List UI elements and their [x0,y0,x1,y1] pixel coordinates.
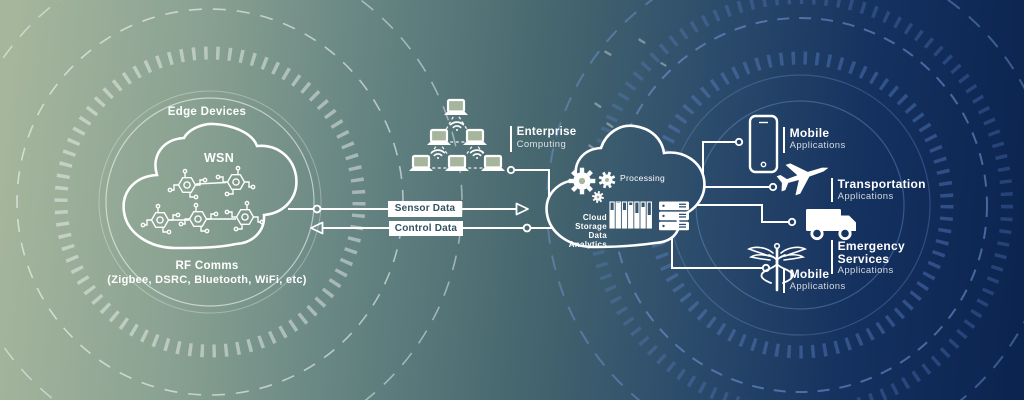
app-label-mobile-medical: Mobile Applications [783,268,846,293]
mobile-endpoint [734,137,744,147]
processing-label: Processing [620,173,666,183]
app-label-mobile: Mobile Applications [783,127,846,153]
wsn-sensor-network [140,165,265,235]
app-subtitle: Applications [789,280,846,292]
label-bar [783,268,785,293]
rf-comms-label: RF Comms [175,260,239,272]
server-stack-icon [659,201,689,231]
app-title: Mobile [789,267,830,281]
label-bar [783,127,785,153]
app-title: Mobile [789,126,830,140]
mobile-connector [702,141,736,182]
enterprise-endpoint [506,165,516,175]
cloud-storage-line1: Cloud Storage [575,213,607,231]
sensor-data-label: Sensor Data [388,201,462,217]
enterprise-laptop-mesh [407,98,507,173]
label-bar [831,178,833,202]
wsn-label: WSN [203,151,235,165]
app-subtitle: Applications [837,190,894,202]
scatter-dashes [588,38,667,162]
enterprise-subtitle: Computing [516,138,567,150]
app-subtitle: Applications [789,139,846,151]
emergency-endpoint [787,217,797,227]
sensor-arrowhead [515,202,529,216]
enterprise-connector [514,169,550,205]
transportation-endpoint [768,182,778,192]
smartphone-icon [748,114,779,174]
control-arrowhead [310,221,324,235]
caduceus-icon [746,242,808,292]
rf-comms-protocols: (Zigbee, DSRC, Bluetooth, WiFi, etc) [107,274,307,286]
cloud-storage-line2: Data Analytics [568,231,607,249]
label-bar [831,240,833,274]
emergency-connector [690,204,789,223]
control-line-endpoint [522,223,532,233]
control-data-label: Control Data [389,220,463,236]
airplane-icon [776,163,829,196]
app-title: Transportation [837,177,926,191]
app-title: Emergency [837,239,905,253]
app-subtitle: Applications [837,265,894,276]
truck-icon [806,209,856,241]
enterprise-title: Enterprise [516,126,577,138]
app-label-emergency-services: Emergency Services Applications [831,240,905,276]
label-bar [510,126,512,152]
edge-devices-title: Edge Devices [167,106,247,118]
enterprise-label: Enterprise Computing [510,126,576,152]
bar-chart-icon [609,201,652,229]
app-title-line2: Services [837,251,890,266]
app-label-transportation: Transportation Applications [831,178,926,202]
cloud-storage-label: Cloud Storage Data Analytics [550,213,607,249]
sensor-line-endpoint [312,204,322,214]
